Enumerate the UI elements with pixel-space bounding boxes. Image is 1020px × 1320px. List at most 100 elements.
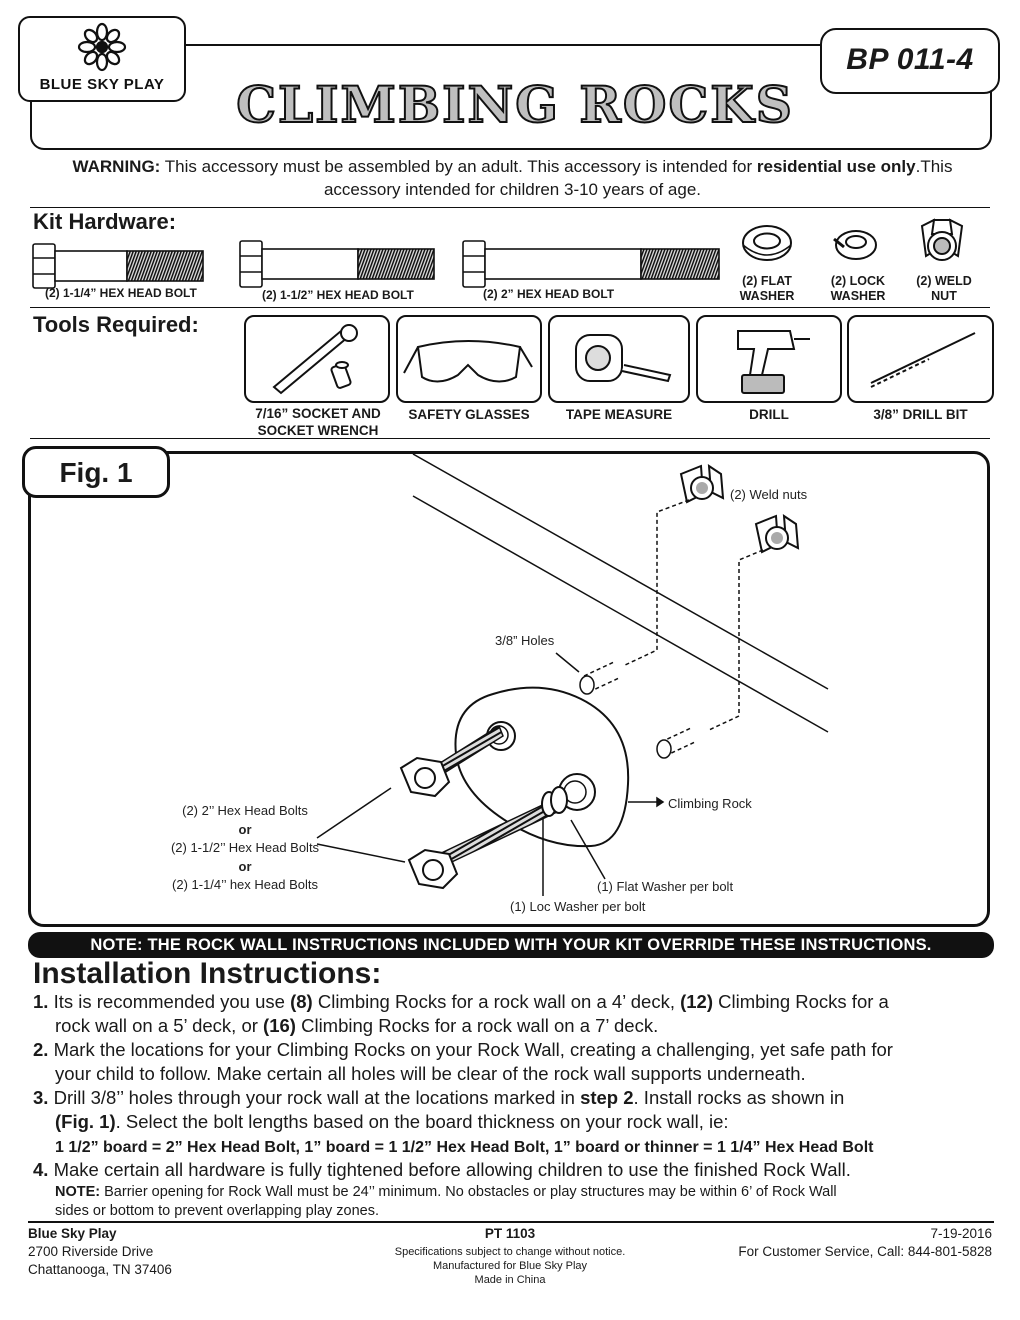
or-2: or [238, 858, 252, 874]
lock-washer-icon [833, 230, 877, 260]
figure-1-label: Fig. 1 [59, 457, 133, 488]
tool-tape-measure [548, 315, 690, 403]
weld-nut-icon [920, 218, 964, 261]
step-number: 4. [33, 1159, 49, 1180]
warning-part-1: This accessory must be assembled by an a… [160, 157, 757, 176]
hex-bolts-illustration [32, 240, 720, 289]
flat-washer-line2: WASHER [739, 289, 795, 303]
footer-customer-service: For Customer Service, Call: 844-801-5828 [738, 1244, 992, 1259]
hardware-label-bolt-2: (2) 2” HEX HEAD BOLT [483, 287, 615, 301]
footer-divider [28, 1221, 994, 1223]
instruction-step-3: 3. Drill 3/8’’ holes through your rock w… [33, 1086, 993, 1160]
step-text: Mark the locations for your Climbing Roc… [48, 1039, 893, 1060]
bolts-option-2: (2) 1-1/2’’ Hex Head Bolts [170, 840, 320, 855]
spec-line-2: Manufactured for Blue Sky Play [432, 1260, 588, 1272]
drill-icon [737, 330, 810, 394]
or-1: or [238, 821, 252, 837]
divider [30, 307, 990, 308]
tape-measure-icon [575, 334, 672, 383]
step-text: Its is recommended you use [48, 991, 291, 1012]
note-text: Barrier opening for Rock Wall must be 24… [100, 1184, 837, 1200]
step-text: Make certain all hardware is fully tight… [48, 1159, 851, 1180]
step-text: Drill 3/8’’ holes through your rock wall… [48, 1087, 581, 1108]
step-emphasis: (Fig. 1) [55, 1111, 116, 1132]
footer-address-2: Chattanooga, TN 37406 [28, 1262, 172, 1277]
step-emphasis: step 2 [580, 1087, 634, 1108]
warning-text: WARNING: This accessory must be assemble… [40, 155, 985, 201]
instruction-step-1: 1. Its is recommended you use (8) Climbi… [33, 990, 993, 1038]
tool-safety-glasses [396, 315, 542, 403]
drill-bit-icon [870, 332, 976, 388]
footer-company: Blue Sky Play [28, 1226, 117, 1241]
note-text: sides or bottom to prevent overlapping p… [55, 1203, 380, 1219]
hardware-label-flat-washer: (2) FLAT WASHER [727, 274, 807, 304]
page-title: CLIMBING ROCKS [235, 74, 794, 135]
label-flat-washer: (1) Flat Washer per bolt [597, 879, 734, 894]
tool-label-drill: DRILL [749, 407, 789, 422]
weld-nut-line2: NUT [931, 289, 957, 303]
tool-label-tape: TAPE MEASURE [565, 407, 673, 422]
footer-part-number: PT 1103 [484, 1226, 536, 1241]
hardware-label-bolt-1-1-2: (2) 1-1/2” HEX HEAD BOLT [262, 288, 414, 302]
weld-nut-line1: (2) WELD [916, 274, 972, 288]
label-climbing-rock: Climbing Rock [668, 796, 752, 811]
step-emphasis: (12) [680, 991, 714, 1012]
step-number: 3. [33, 1087, 49, 1108]
divider [30, 207, 990, 208]
socket-label-line1: 7/16” SOCKET AND [255, 406, 381, 421]
label-loc-washer: (1) Loc Washer per bolt [510, 899, 646, 914]
step-emphasis: (16) [263, 1015, 296, 1036]
lock-washer-line2: WASHER [830, 289, 886, 303]
warning-emphasis: residential use only [756, 157, 916, 176]
note-label: NOTE: [55, 1184, 101, 1200]
bolts-option-1: (2) 2’’ Hex Head Bolts [182, 803, 308, 818]
tool-label-drill-bit: 3/8” DRILL BIT [873, 407, 968, 422]
figure-1-tab: Fig. 1 [22, 446, 170, 498]
instruction-step-2: 2. Mark the locations for your Climbing … [33, 1038, 993, 1086]
tool-label-socket: 7/16” SOCKET AND SOCKET WRENCH [240, 405, 396, 439]
brand-logo: BLUE SKY PLAY [18, 16, 186, 102]
bolt-length-guide: 1 1/2” board = 2” Hex Head Bolt, 1” boar… [55, 1139, 874, 1156]
socket-label-line2: SOCKET WRENCH [257, 423, 379, 438]
product-code: BP 011-4 [846, 43, 974, 76]
flat-washer-line1: (2) FLAT [742, 274, 792, 288]
hardware-label-lock-washer: (2) LOCK WASHER [818, 274, 898, 304]
flat-washer-icon [742, 225, 792, 261]
divider [30, 438, 990, 439]
hardware-label-weld-nut: (2) WELD NUT [904, 274, 984, 304]
override-note: NOTE: THE ROCK WALL INSTRUCTIONS INCLUDE… [28, 932, 994, 958]
footer-date: 7-19-2016 [930, 1226, 992, 1241]
instructions-title: Installation Instructions: [33, 957, 382, 990]
tool-socket-wrench [244, 315, 390, 403]
footer-specs: Specifications subject to change without… [360, 1245, 660, 1287]
step-emphasis: (8) [290, 991, 313, 1012]
step-text: . Install rocks as shown in [633, 1087, 845, 1108]
lock-washer-line1: (2) LOCK [830, 274, 886, 288]
bolts-option-3: (2) 1-1/4’’ hex Head Bolts [172, 877, 318, 892]
tool-drill [696, 315, 842, 403]
step-text: Climbing Rocks for a [713, 991, 889, 1012]
label-bolts: (2) 2’’ Hex Head Bolts or (2) 1-1/2’’ He… [150, 802, 340, 895]
tool-label-glasses: SAFETY GLASSES [408, 407, 530, 422]
tool-drill-bit [847, 315, 994, 403]
step-text: Climbing Rocks for a rock wall on a 7’ d… [295, 1015, 659, 1036]
footer-address-1: 2700 Riverside Drive [28, 1244, 154, 1259]
brand-name: BLUE SKY PLAY [39, 76, 165, 93]
warning-label: WARNING: [72, 157, 161, 176]
step-number: 1. [33, 991, 49, 1012]
kit-hardware-heading: Kit Hardware: [33, 209, 177, 234]
flower-icon [77, 22, 127, 72]
label-holes: 3/8” Holes [495, 633, 555, 648]
hardware-label-bolt-1-1-4: (2) 1-1/4” HEX HEAD BOLT [45, 286, 197, 300]
figure-1-diagram [316, 454, 829, 896]
step-text: rock wall on a 5’ deck, or [55, 1015, 264, 1036]
product-code-box: BP 011-4 [820, 28, 1000, 94]
step-text: your child to follow. Make certain all h… [55, 1063, 806, 1084]
step-number: 2. [33, 1039, 49, 1060]
label-weld-nuts: (2) Weld nuts [730, 487, 808, 502]
figure-1-frame [28, 451, 990, 927]
step-text: . Select the bolt lengths based on the b… [115, 1111, 729, 1132]
spec-line-3: Made in China [474, 1274, 546, 1286]
socket-wrench-icon [272, 324, 358, 395]
step-text: Climbing Rocks for a rock wall on a 4’ d… [312, 991, 681, 1012]
